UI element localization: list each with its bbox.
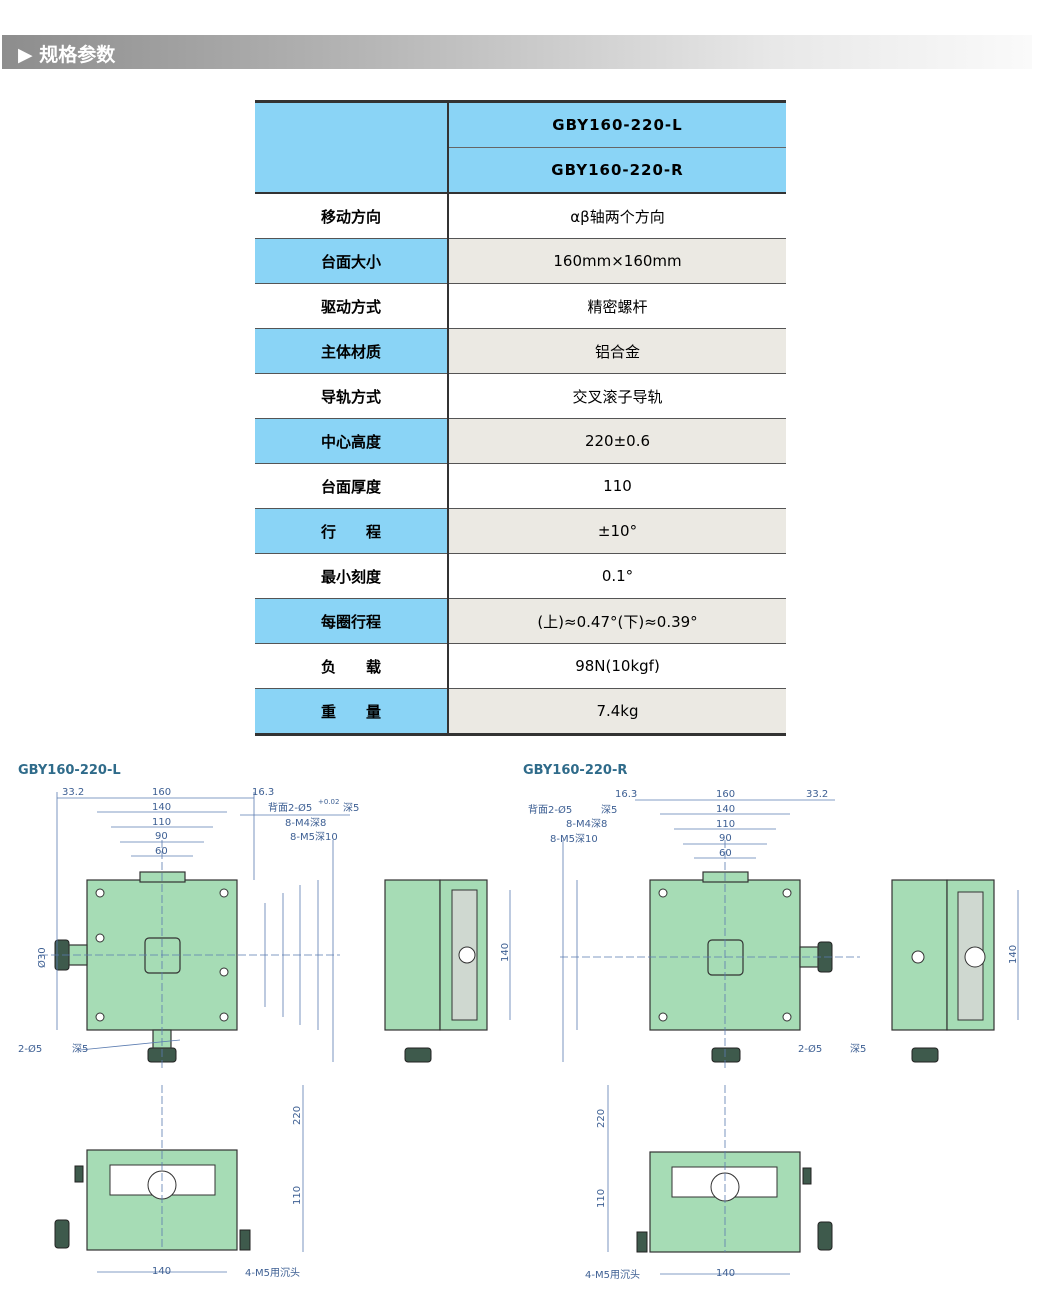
- spec-value: αβ轴两个方向: [448, 193, 786, 239]
- spec-row: 驱动方式精密螺杆: [255, 283, 786, 329]
- r-m5-label: 8-M5深10: [550, 833, 598, 845]
- r-dim-60: 60: [719, 848, 732, 859]
- model-r: GBY160-220-R: [448, 147, 786, 194]
- spec-value: 110: [448, 463, 786, 509]
- right-side-view: [891, 879, 1019, 1063]
- dim-110: 110: [292, 1186, 303, 1205]
- r-dim-33-2: 33.2: [806, 789, 828, 800]
- r-dim-16-3: 16.3: [615, 789, 637, 800]
- dim-140: 140: [152, 802, 171, 813]
- spec-label: 每圈行程: [255, 598, 449, 644]
- drawing-title-right: GBY160-220-R: [523, 763, 628, 778]
- r-dim-110: 110: [716, 819, 735, 830]
- spec-value: 铝合金: [448, 328, 786, 374]
- spec-value: 220±0.6: [448, 418, 786, 464]
- m5-label: 8-M5深10: [290, 831, 338, 843]
- spec-label: 行 程: [255, 508, 449, 554]
- spec-label: 移动方向: [255, 193, 449, 239]
- r-front-dim-140: 140: [716, 1268, 735, 1279]
- header-blank: [255, 101, 449, 194]
- spec-label: 主体材质: [255, 328, 449, 374]
- spec-value: 98N(10kgf): [448, 643, 786, 689]
- right-top-view: [560, 799, 860, 1070]
- spec-row: 导轨方式交叉滚子导轨: [255, 373, 786, 419]
- spec-label: 重 量: [255, 688, 449, 735]
- r-side-dim-140: 140: [1008, 945, 1019, 964]
- spec-value: 7.4kg: [448, 688, 786, 735]
- spec-label: 驱动方式: [255, 283, 449, 329]
- front-dim-140: 140: [152, 1266, 171, 1277]
- dim-160: 160: [152, 787, 171, 798]
- tolerance: +0.02: [318, 798, 339, 806]
- spec-label: 中心高度: [255, 418, 449, 464]
- r-m5-countersink-label: 4-M5用沉头: [585, 1268, 640, 1281]
- section-title: ▶ 规格参数: [18, 44, 116, 66]
- r-back-hole-label: 背面2-Ø5: [528, 803, 572, 816]
- technical-drawings: 33.2 160 140 110 90 60 16.3 背面2-Ø5 +0.02…: [18, 787, 1019, 1281]
- dim-110: 110: [152, 817, 171, 828]
- deep5-label-2: 深5: [72, 1043, 88, 1055]
- m4-label: 8-M4深8: [285, 817, 326, 829]
- dim-90: 90: [155, 831, 168, 842]
- spec-value: 160mm×160mm: [448, 238, 786, 284]
- r-deep5-label-2: 深5: [850, 1043, 866, 1055]
- spec-label: 导轨方式: [255, 373, 449, 419]
- left-top-view: [40, 840, 340, 1070]
- side-dim-140: 140: [500, 943, 511, 962]
- dim-16-3: 16.3: [252, 787, 274, 798]
- r-dim-90: 90: [719, 833, 732, 844]
- model-l: GBY160-220-L: [448, 101, 786, 148]
- spec-row: 每圈行程(上)≈0.47°(下)≈0.39°: [255, 598, 786, 644]
- r-dim-110: 110: [596, 1189, 607, 1208]
- r-m4-label: 8-M4深8: [566, 818, 607, 830]
- m5-countersink-label: 4-M5用沉头: [245, 1266, 300, 1279]
- spec-label: 最小刻度: [255, 553, 449, 599]
- dim-d30: Ø30: [36, 947, 48, 968]
- spec-label: 负 载: [255, 643, 449, 689]
- drawing-title-left: GBY160-220-L: [18, 763, 121, 778]
- dim-220: 220: [292, 1106, 303, 1125]
- spec-value: ±10°: [448, 508, 786, 554]
- spec-row: 主体材质铝合金: [255, 328, 786, 374]
- r-dim-140: 140: [716, 804, 735, 815]
- r-hole2-label: 2-Ø5: [798, 1043, 822, 1055]
- back-hole-label: 背面2-Ø5: [268, 801, 312, 814]
- spec-value: 0.1°: [448, 553, 786, 599]
- spec-value: 精密螺杆: [448, 283, 786, 329]
- spec-value: 交叉滚子导轨: [448, 373, 786, 419]
- right-front-view: [607, 1085, 833, 1275]
- deep5-label: 深5: [343, 802, 359, 814]
- spec-row: 行 程±10°: [255, 508, 786, 554]
- left-side-view: [384, 879, 511, 1063]
- r-deep5-label: 深5: [601, 804, 617, 816]
- dim-60: 60: [155, 846, 168, 857]
- section-banner: ▶ 规格参数: [2, 35, 1032, 69]
- r-dim-220: 220: [596, 1109, 607, 1128]
- left-front-view: [54, 1085, 304, 1273]
- spec-value: (上)≈0.47°(下)≈0.39°: [448, 598, 786, 644]
- dim-33-2: 33.2: [62, 787, 84, 798]
- r-dim-160: 160: [716, 789, 735, 800]
- spec-label: 台面厚度: [255, 463, 449, 509]
- spec-label: 台面大小: [255, 238, 449, 284]
- hole2-label: 2-Ø5: [18, 1043, 42, 1055]
